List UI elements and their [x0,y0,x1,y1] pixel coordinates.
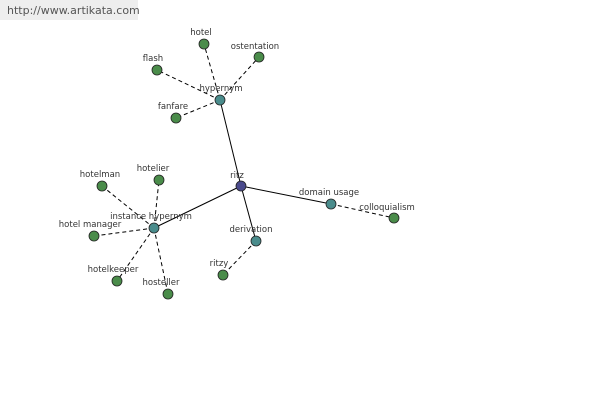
edge-hypernym-fanfare [175,99,221,119]
node-fanfare-dot[interactable] [170,112,182,124]
node-domain-usage-label[interactable]: domain usage [299,188,359,198]
node-hypernym[interactable]: hypernym [199,84,243,106]
node-hotelkeeper-dot[interactable] [111,275,123,287]
node-hotelman[interactable]: hotelman [80,170,120,192]
node-ritzy-dot[interactable] [217,269,229,281]
edge-instance-hypernym-hotelkeeper [116,227,155,282]
edge-hypernym-flash [156,69,221,101]
node-hotel-manager-dot[interactable] [88,230,100,242]
node-ostentation-label[interactable]: ostentation [231,42,279,52]
node-ritz-label[interactable]: ritz [230,171,244,181]
edge-domain-usage-colloquialism [330,203,395,219]
node-ostentation[interactable]: ostentation [231,42,279,63]
node-instance-hypernym-label[interactable]: instance hypernym [110,212,192,222]
node-hotel[interactable]: hotel [190,28,212,50]
node-hotelman-dot[interactable] [96,180,108,192]
node-instance-hypernym[interactable]: instance hypernym [110,212,192,234]
node-hotel-label[interactable]: hotel [190,28,212,38]
node-domain-usage[interactable]: domain usage [299,188,359,210]
edge-ritz-hypernym [219,99,242,187]
node-hotelkeeper[interactable]: hotelkeeper [88,265,139,287]
edge-derivation-ritzy [222,240,257,276]
node-flash-dot[interactable] [151,64,163,76]
graph-nodes: hotel ostentation flash fanfare hotelman hote… [59,28,415,300]
node-flash[interactable]: flash [143,54,163,76]
node-hypernym-label[interactable]: hypernym [199,84,242,94]
node-hotelman-label[interactable]: hotelman [80,170,120,180]
node-hosteller-label[interactable]: hosteller [142,278,180,288]
node-instance-hypernym-dot[interactable] [148,222,160,234]
node-ritz-dot[interactable] [235,180,247,192]
node-hotel-manager-label[interactable]: hotel manager [59,220,122,230]
edge-instance-hypernym-hotelier [153,179,160,229]
url-banner: http://www.artikata.com [0,0,140,20]
node-hotelier-dot[interactable] [153,174,165,186]
node-derivation-label[interactable]: derivation [229,225,272,235]
node-colloquialism[interactable]: colloquialism [359,203,415,224]
node-domain-usage-dot[interactable] [325,198,337,210]
edge-hypernym-ostentation [219,56,260,101]
node-hotel-manager[interactable]: hotel manager [59,220,122,242]
node-hotelier[interactable]: hotelier [137,164,170,186]
node-derivation-dot[interactable] [250,235,262,247]
edge-hypernym-hotel [203,43,221,101]
url-banner-text: http://www.artikata.com [7,4,140,17]
node-hotelkeeper-label[interactable]: hotelkeeper [88,265,139,275]
node-derivation[interactable]: derivation [229,225,273,247]
node-hosteller[interactable]: hosteller [142,278,180,300]
node-ritz[interactable]: ritz [230,171,247,192]
edge-ritz-domain-usage [240,185,332,205]
node-hotelier-label[interactable]: hotelier [137,164,170,174]
node-colloquialism-dot[interactable] [388,212,400,224]
node-flash-label[interactable]: flash [143,54,163,64]
node-hosteller-dot[interactable] [162,288,174,300]
node-fanfare-label[interactable]: fanfare [158,102,188,112]
node-colloquialism-label[interactable]: colloquialism [359,203,415,213]
node-fanfare[interactable]: fanfare [158,102,188,124]
node-hypernym-dot[interactable] [214,94,226,106]
edge-instance-hypernym-hosteller [153,227,169,295]
edge-ritz-derivation [240,185,257,242]
node-ritzy[interactable]: ritzy [210,259,229,281]
graph-edges [93,43,395,295]
node-ritzy-label[interactable]: ritzy [210,259,229,269]
node-hotel-dot[interactable] [198,38,210,50]
edge-instance-hypernym-hotel-manager [93,227,155,237]
edge-ritz-instance-hypernym [153,185,242,229]
node-ostentation-dot[interactable] [253,51,265,63]
